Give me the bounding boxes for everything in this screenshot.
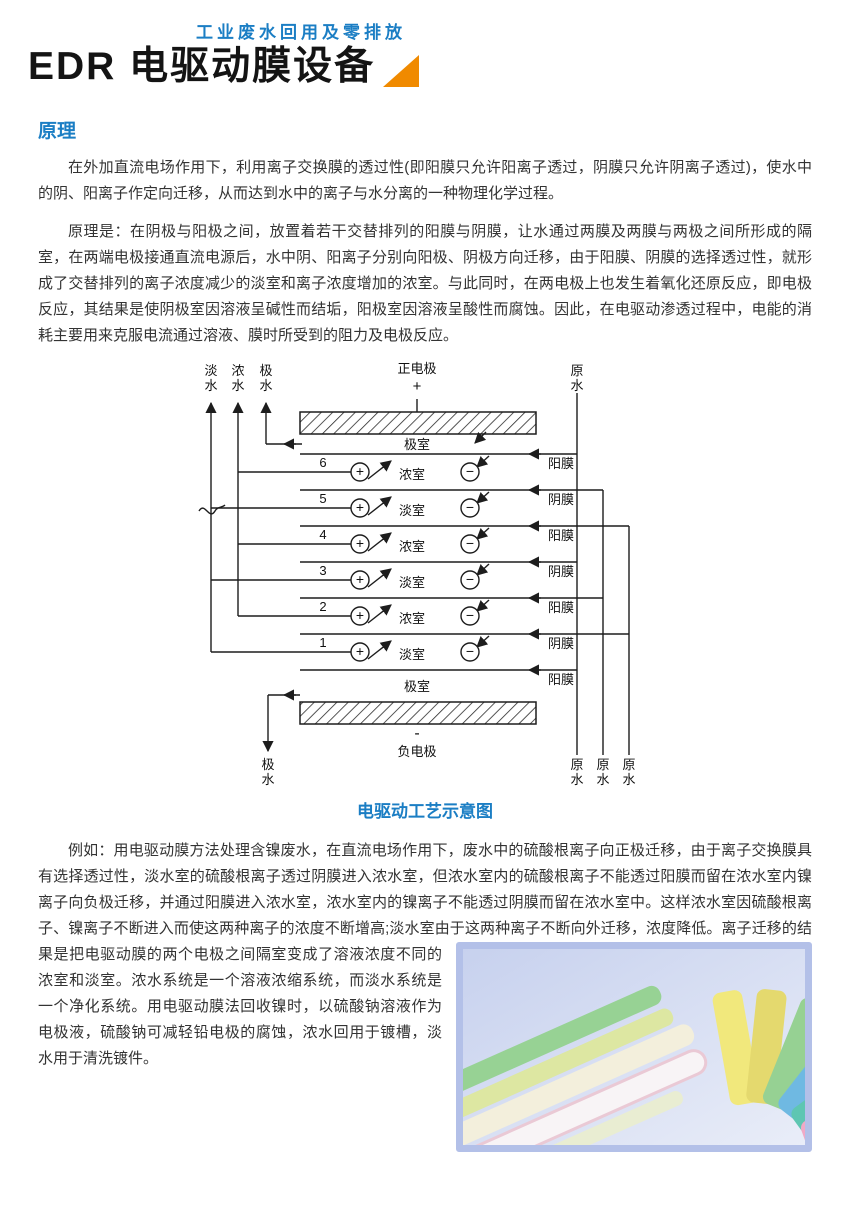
membrane-label: 阴膜 xyxy=(548,563,575,579)
membrane-label: 阳膜 xyxy=(548,671,575,687)
label-polar-water-top: 极水 xyxy=(259,362,273,393)
cation-plus-sign: + xyxy=(355,462,365,479)
anion-minus-sign: − xyxy=(465,534,475,551)
chamber-label: 浓室 xyxy=(398,466,425,482)
anion-minus-sign: − xyxy=(465,570,475,587)
cation-plus-sign: + xyxy=(355,570,365,587)
cathode-bar xyxy=(299,701,537,725)
chamber-number: 5 xyxy=(319,490,327,506)
label-raw-water-feed: 原水 xyxy=(596,756,610,787)
section-heading-principle: 原理 xyxy=(38,120,77,142)
anode-bar xyxy=(299,411,537,435)
membrane-label: 阳膜 xyxy=(548,599,575,615)
anion-minus-sign: − xyxy=(465,462,475,479)
anion-minus-sign: − xyxy=(465,498,475,515)
label-electrode-chamber-bottom: 极室 xyxy=(403,678,430,694)
figure-caption: 电驱动工艺示意图 xyxy=(357,801,493,821)
label-polar-water-bottom: 极水 xyxy=(261,756,275,787)
cation-plus-sign: + xyxy=(355,534,365,551)
cation-plus-sign: + xyxy=(355,606,365,623)
anode-plus-sign: + xyxy=(412,377,422,395)
label-raw-water-feed: 原水 xyxy=(622,756,636,787)
membrane-product-photo xyxy=(456,941,812,1152)
label-anode: 正电极 xyxy=(397,360,437,376)
chamber-number: 1 xyxy=(319,634,327,650)
principle-paragraph-2: 原理是：在阴极与阳极之间，放置着若干交替排列的阳膜与阴膜，让水通过两膜及两膜与两… xyxy=(38,222,812,344)
chamber-number: 2 xyxy=(319,598,327,614)
chamber-number: 3 xyxy=(319,562,327,578)
chamber-number: 6 xyxy=(319,454,327,470)
page-title-text: EDR 电驱动膜设备 xyxy=(28,45,376,88)
principle-paragraph-1: 在外加直流电场作用下，利用离子交换膜的透过性(即阳膜只允许阳离子透过，阴膜只允许… xyxy=(38,158,812,202)
membrane-photo-graphic xyxy=(463,948,805,1145)
cation-plus-sign: + xyxy=(355,498,365,515)
label-cathode: 负电极 xyxy=(397,743,437,759)
membrane-label: 阳膜 xyxy=(548,455,575,471)
example-paragraph: 例如：用电驱动膜方法处理含镍废水，在直流电场作用下，废水中的硫酸根离子向正极迁移… xyxy=(38,841,812,1067)
chamber-label: 浓室 xyxy=(398,610,425,626)
orange-triangle-icon xyxy=(383,55,420,88)
chamber-label: 淡室 xyxy=(398,574,425,590)
example-section: 例如：用电驱动膜方法处理含镍废水，在直流电场作用下，废水中的硫酸根离子向正极迁移… xyxy=(38,838,812,1158)
cation-plus-sign: + xyxy=(355,642,365,659)
process-diagram: 淡水 浓水 极水 正电极 + 原水 极室 极室 阳膜 阴膜 阳膜 阴膜 阳膜 阴… xyxy=(195,357,655,793)
chamber-number: 4 xyxy=(319,526,327,542)
label-raw-water-feed: 原水 xyxy=(570,756,584,787)
chamber-label: 淡室 xyxy=(398,646,425,662)
eyebrow-subtitle: 工业废水回用及零排放 xyxy=(196,23,406,42)
label-concentrate-out: 浓水 xyxy=(231,362,245,393)
anion-minus-sign: − xyxy=(465,642,475,659)
anion-minus-sign: − xyxy=(465,606,475,623)
membrane-label: 阴膜 xyxy=(548,635,575,651)
label-raw-water-top: 原水 xyxy=(570,362,584,393)
chamber-label: 浓室 xyxy=(398,538,425,554)
label-fresh-water-out: 淡水 xyxy=(204,362,218,393)
membrane-label: 阴膜 xyxy=(548,491,575,507)
cathode-minus-sign: - xyxy=(414,724,420,742)
page-title: EDR 电驱动膜设备 xyxy=(28,45,850,90)
chamber-label: 淡室 xyxy=(398,502,425,518)
process-diagram-lines xyxy=(198,392,630,755)
membrane-label: 阳膜 xyxy=(548,527,575,543)
label-electrode-chamber-top: 极室 xyxy=(403,436,430,452)
